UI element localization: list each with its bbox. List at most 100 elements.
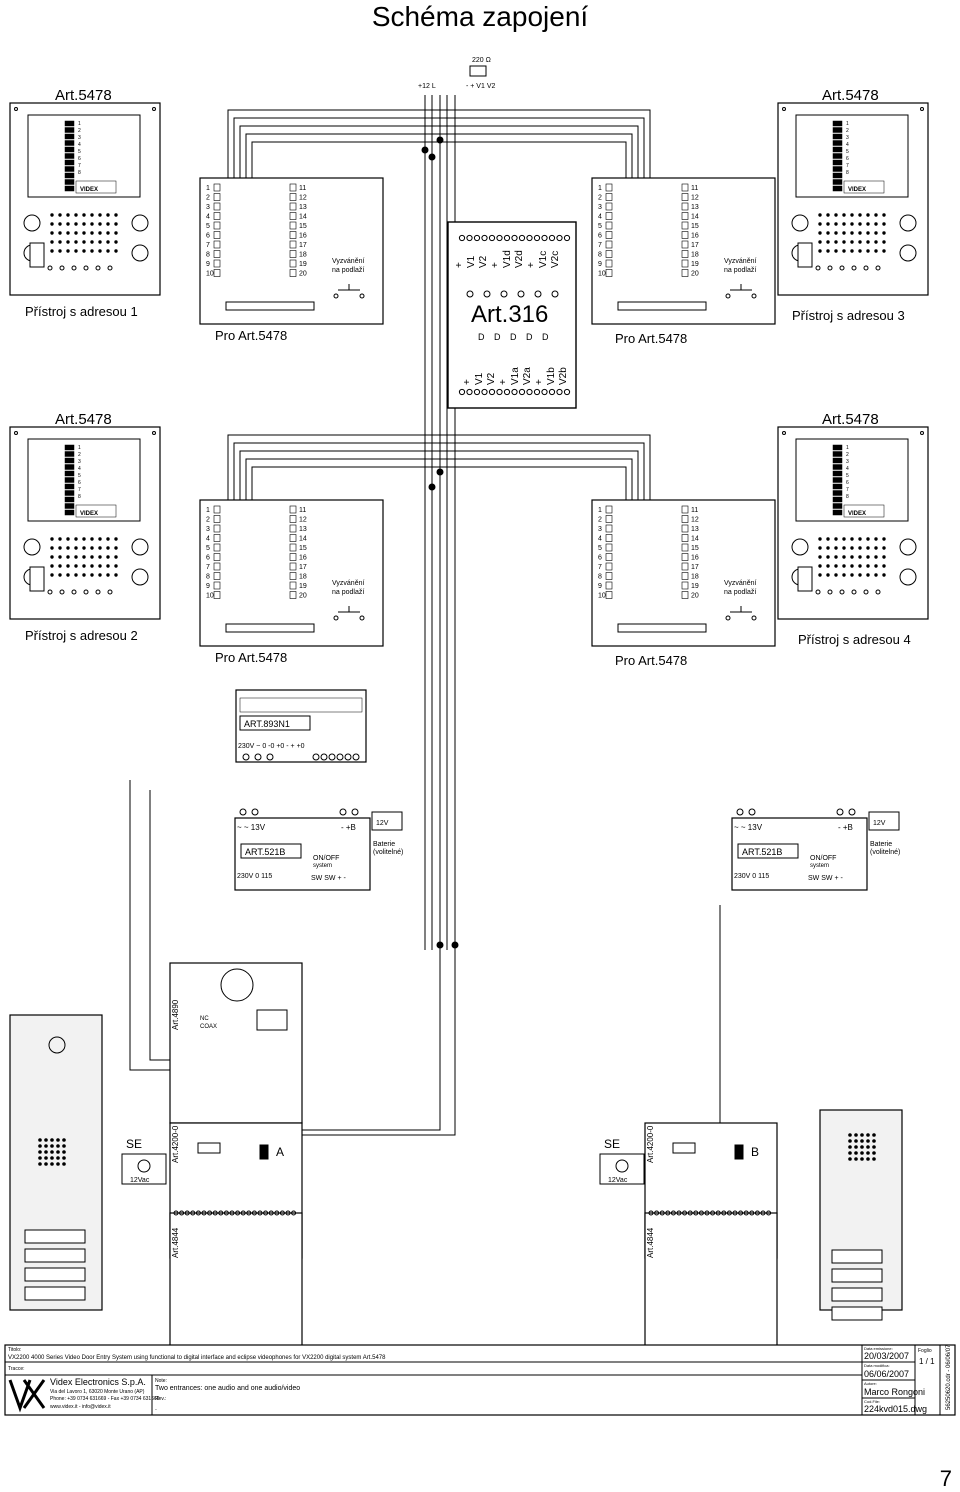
speaker-hole — [882, 249, 886, 253]
speaker-hole — [834, 564, 838, 568]
grille-hole — [872, 1139, 876, 1143]
grille-hole — [872, 1145, 876, 1149]
dip-number: 1 — [846, 121, 849, 127]
speaker-hole — [66, 555, 70, 559]
terminal — [681, 524, 689, 533]
module-terminal — [251, 1210, 257, 1216]
speaker-hole — [834, 537, 838, 541]
name-button — [24, 1267, 86, 1282]
module-terminal — [659, 1210, 665, 1216]
dip-switch — [64, 172, 75, 179]
push-button-contact — [751, 615, 757, 621]
terminal-number: 13 — [299, 526, 307, 533]
terminal — [681, 581, 689, 590]
terminal-number: 3 — [598, 204, 602, 211]
dip-switch — [64, 444, 75, 451]
monitor-round-button — [899, 568, 917, 586]
file-label: Cod.File: — [864, 1399, 880, 1404]
psu-521-ac: ~ ~ 13V — [734, 823, 763, 832]
grille-hole — [848, 1157, 852, 1161]
date-issue: 20/03/2007 — [864, 1351, 909, 1361]
module-terminal — [173, 1210, 179, 1216]
speaker-hole — [818, 249, 822, 253]
monitor-round-button — [23, 538, 41, 556]
speaker-hole — [866, 240, 870, 244]
speaker-hole — [82, 573, 86, 577]
terminal — [213, 212, 221, 220]
speaker-hole — [66, 249, 70, 253]
distributor-bottom-label: V2b — [558, 367, 569, 385]
grille-hole — [848, 1133, 852, 1137]
monitor-round-button — [131, 538, 149, 556]
video-sub-label: NC — [200, 1016, 209, 1022]
speaker-hole — [874, 231, 878, 235]
distributor-terminal — [503, 388, 511, 396]
grille-hole — [50, 1138, 54, 1142]
terminal — [605, 505, 613, 514]
bracket-slot — [617, 301, 707, 311]
terminal-number: 16 — [299, 233, 307, 240]
terminal-number: 8 — [206, 252, 210, 259]
sheet-label: Foglio — [918, 1348, 932, 1354]
screw — [152, 107, 156, 111]
dip-number: 5 — [78, 473, 81, 479]
psu-893-label-box — [239, 715, 311, 731]
screw — [920, 431, 924, 435]
terminal — [289, 524, 297, 533]
screw — [920, 107, 924, 111]
dip-number: 1 — [846, 445, 849, 451]
grille-hole — [38, 1162, 42, 1166]
speaker-hole — [50, 573, 54, 577]
balancing-box — [843, 504, 885, 518]
speaker-hole — [98, 240, 102, 244]
dip-switch — [64, 451, 75, 457]
bus-wire — [245, 458, 633, 529]
distributor-terminal — [481, 388, 488, 396]
lock-label: SE — [604, 1137, 620, 1151]
grille-hole — [38, 1138, 42, 1142]
video-chip — [256, 1009, 288, 1031]
module-terminal — [738, 1210, 744, 1216]
terminal-number: 6 — [206, 233, 210, 240]
author-label: Autore: — [864, 1381, 877, 1386]
terminal-number: 10 — [206, 593, 214, 600]
speaker-hole — [818, 573, 822, 577]
grille-hole — [50, 1150, 54, 1154]
module-terminal — [179, 1210, 185, 1216]
distributor-bottom-label: V1b — [546, 367, 557, 385]
dip-switch — [832, 159, 843, 166]
speaker-hole — [106, 222, 110, 226]
grille-hole — [50, 1162, 54, 1166]
distributor-bottom-label: V2a — [522, 367, 533, 385]
speaker-hole — [882, 564, 886, 568]
speaker-hole — [74, 546, 78, 550]
dip-number: 5 — [846, 473, 849, 479]
distributor-top-label: V2d — [514, 250, 525, 268]
dip-number: 3 — [846, 135, 849, 141]
speaker-hole — [58, 240, 62, 244]
psu-terminal — [266, 753, 274, 761]
speaker-hole — [66, 222, 70, 226]
dip-number: 1 — [78, 445, 81, 451]
distributor-terminal — [548, 234, 556, 242]
resistor-label: 220 Ω — [472, 57, 491, 64]
psu-521-label-box — [240, 843, 302, 859]
terminal-number: 18 — [299, 252, 307, 259]
dip-number: 6 — [78, 480, 81, 486]
module-terminal — [207, 1210, 213, 1216]
dip-number: 4 — [846, 142, 849, 148]
terminal-number: 13 — [299, 204, 307, 211]
speaker-hole — [106, 537, 110, 541]
module-terminal — [693, 1210, 699, 1216]
monitor-icon-button — [863, 589, 869, 595]
terminal — [213, 250, 221, 258]
speaker-hole — [66, 240, 70, 244]
speaker-hole — [90, 546, 94, 550]
balancing-box — [75, 180, 117, 194]
monitor-brand: VIDEX — [848, 187, 866, 193]
speaker-hole — [82, 213, 86, 217]
speaker-hole — [882, 573, 886, 577]
psu-wire — [129, 780, 175, 1071]
psu-893-label: ART.893N1 — [244, 719, 290, 729]
